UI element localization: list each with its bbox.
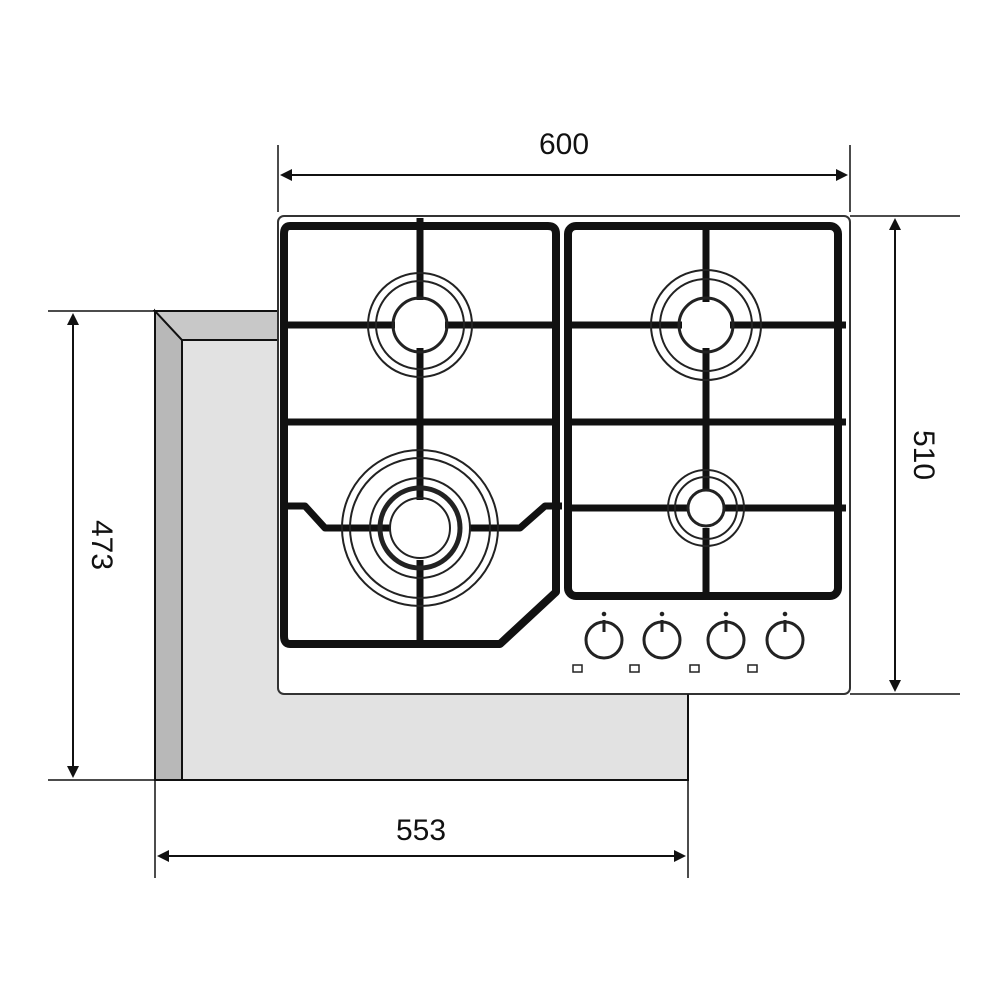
dimension-label-width-top: 600	[539, 128, 589, 161]
support	[470, 502, 562, 532]
knob-3[interactable]	[689, 611, 746, 673]
cutout-side-face	[154, 308, 183, 781]
burner-front-left-wok	[341, 449, 499, 607]
dimension-label-depth-left: 473	[85, 520, 118, 570]
burner-front-right	[667, 469, 745, 547]
dimension-width-bottom: 553	[154, 694, 689, 878]
dimension-width-top: 600	[277, 128, 851, 212]
burner-rear-right	[650, 269, 762, 381]
burner-rear-left	[367, 272, 473, 378]
dimension-label-depth-right: 510	[907, 430, 940, 480]
dimension-depth-right: 510	[850, 215, 960, 695]
dimension-label-width-bottom: 553	[396, 814, 446, 847]
dimension-depth-left: 473	[48, 310, 155, 781]
support	[284, 502, 390, 532]
knob-2[interactable]	[629, 611, 682, 673]
grate-left-frame	[280, 222, 560, 648]
control-panel	[572, 611, 805, 673]
knob-1[interactable]	[572, 611, 624, 673]
knob-4[interactable]	[747, 611, 805, 673]
